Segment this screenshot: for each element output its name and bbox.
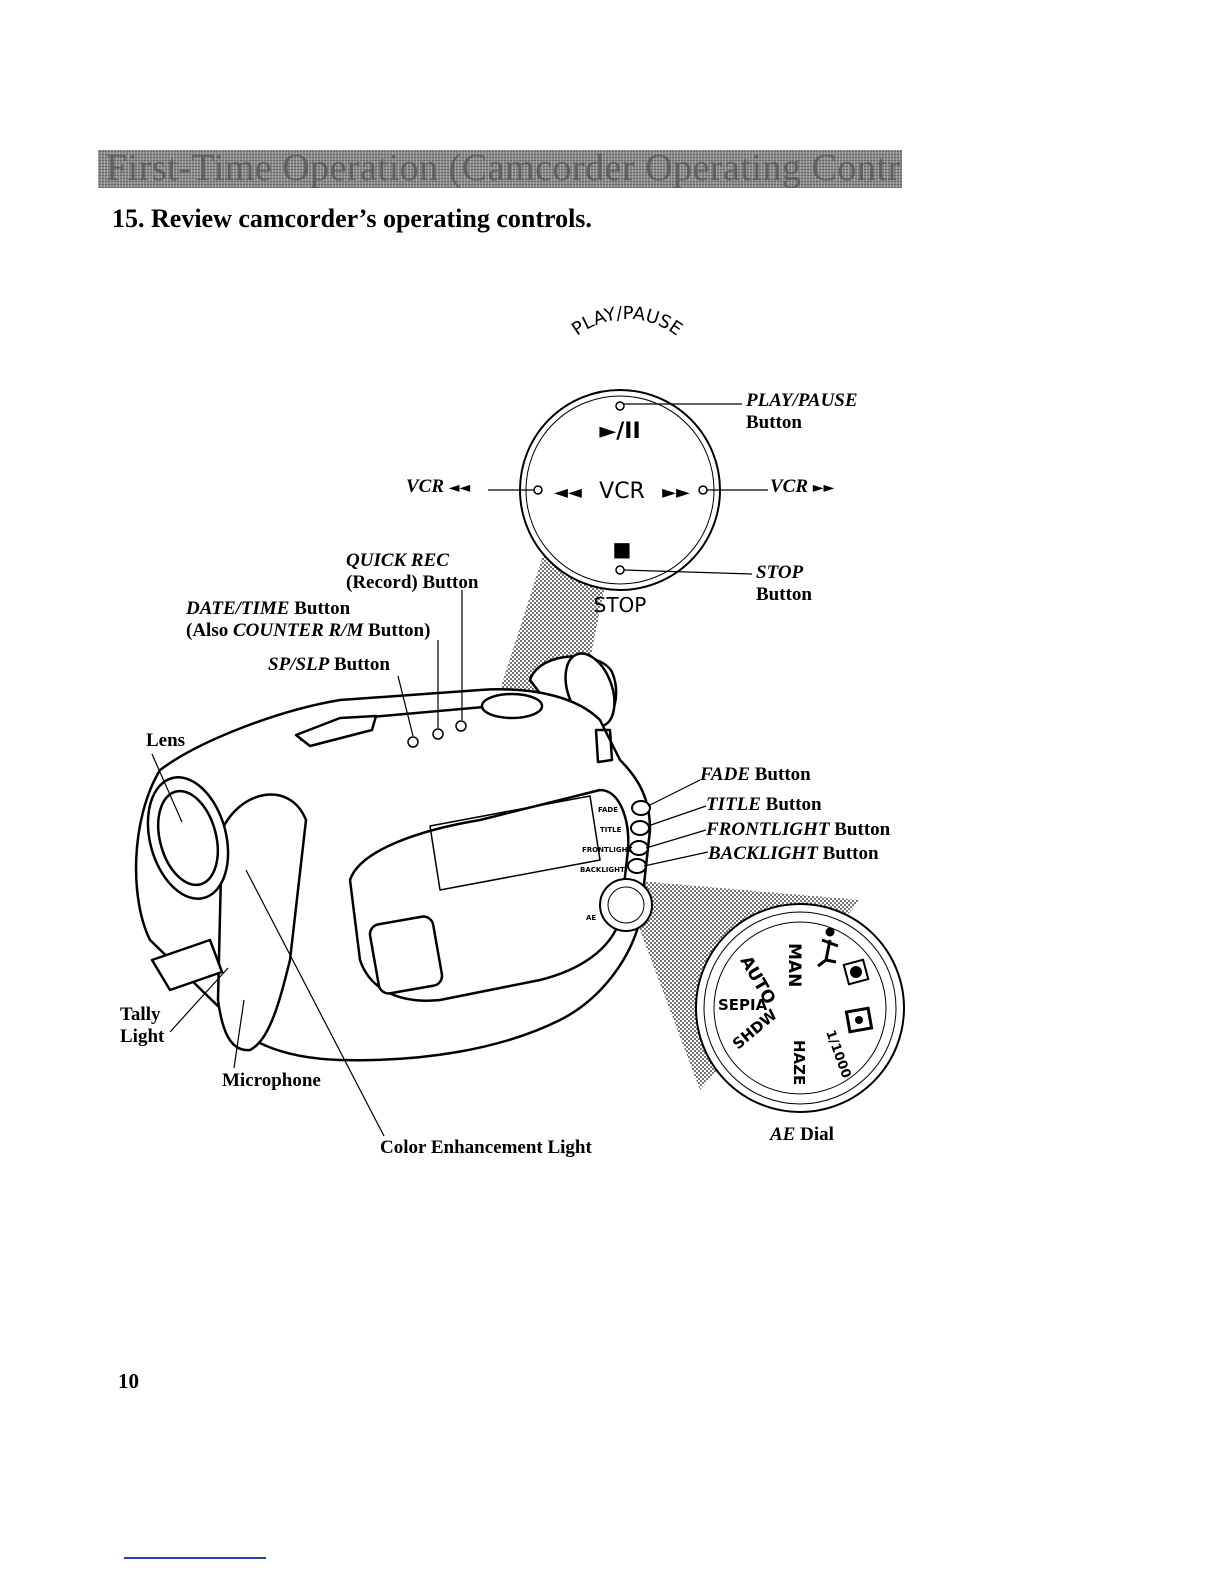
footer-rule bbox=[124, 1557, 266, 1559]
portrait-mode-icon bbox=[842, 958, 870, 986]
svg-text:FADE: FADE bbox=[598, 806, 618, 814]
side-button-labels: FADE TITLE FRONTLIGHT BACKLIGHT AE bbox=[580, 806, 632, 922]
play-pause-arc-text: PLAY/PAUSE bbox=[568, 303, 686, 340]
side-buttons bbox=[627, 800, 651, 874]
stop-glyph: ■ bbox=[613, 537, 632, 561]
ff-glyph: ►► bbox=[662, 482, 690, 503]
control-panel-leaders bbox=[488, 403, 768, 575]
callout-title: TITLE Button bbox=[706, 794, 822, 815]
callout-play-pause: PLAY/PAUSE Button bbox=[746, 390, 858, 433]
svg-text:TITLE: TITLE bbox=[600, 826, 622, 834]
callout-stop: STOP Button bbox=[756, 562, 812, 605]
callout-tally-light: Tally Light bbox=[120, 1004, 165, 1047]
page-title: 15. Review camcorder’s operating control… bbox=[112, 204, 592, 233]
banner-text: First-Time Operation (Camcorder Operatin… bbox=[106, 150, 902, 188]
play-pause-glyph: ►/II bbox=[599, 419, 640, 444]
top-buttons bbox=[407, 720, 467, 748]
body-leaders bbox=[151, 590, 709, 1137]
callout-sp-slp: SP/SLP Button bbox=[268, 654, 390, 675]
callout-fade: FADE Button bbox=[700, 764, 811, 785]
vcr-center-label: VCR bbox=[599, 479, 645, 504]
landscape-mode-icon bbox=[844, 1006, 874, 1034]
callout-microphone: Microphone bbox=[222, 1070, 321, 1091]
page-number: 10 bbox=[118, 1369, 139, 1393]
stop-arc-text: STOP bbox=[594, 593, 647, 617]
callout-date-time: DATE/TIME Button (Also COUNTER R/M Butto… bbox=[186, 598, 431, 641]
callout-quick-rec: QUICK REC (Record) Button bbox=[346, 550, 479, 593]
section-banner: First-Time Operation (Camcorder Operatin… bbox=[98, 150, 902, 188]
callout-frontlight: FRONTLIGHT Button bbox=[706, 819, 891, 840]
svg-text:AE: AE bbox=[586, 914, 596, 922]
ae-dial-zoom: MAN AUTO SEPIA SHDW HAZE 1/1000 bbox=[695, 903, 905, 1113]
ae-dial-small bbox=[599, 878, 653, 932]
sports-mode-icon bbox=[817, 927, 839, 968]
svg-text:BACKLIGHT: BACKLIGHT bbox=[580, 866, 625, 874]
svg-text:FRONTLIGHT: FRONTLIGHT bbox=[582, 846, 632, 854]
dial-mode-sepia: SEPIA bbox=[718, 996, 768, 1014]
callout-lens: Lens bbox=[146, 730, 186, 751]
rewind-glyph: ◄◄ bbox=[554, 482, 582, 503]
callout-backlight: BACKLIGHT Button bbox=[708, 843, 879, 864]
callout-color-enhancement-light: Color Enhancement Light bbox=[380, 1137, 592, 1158]
callout-vcr-rew: VCR ◄◄ bbox=[406, 476, 471, 497]
callout-vcr-ff: VCR ►► bbox=[770, 476, 835, 497]
camcorder-body bbox=[134, 652, 652, 1062]
dial-mode-man: MAN bbox=[784, 943, 804, 987]
control-panel-zoom: PLAY/PAUSE ►/II ◄◄ VCR ►► ■ STOP bbox=[519, 303, 721, 617]
callout-ae-dial: AE Dial bbox=[770, 1124, 834, 1145]
dial-mode-haze: HAZE bbox=[790, 1040, 808, 1085]
